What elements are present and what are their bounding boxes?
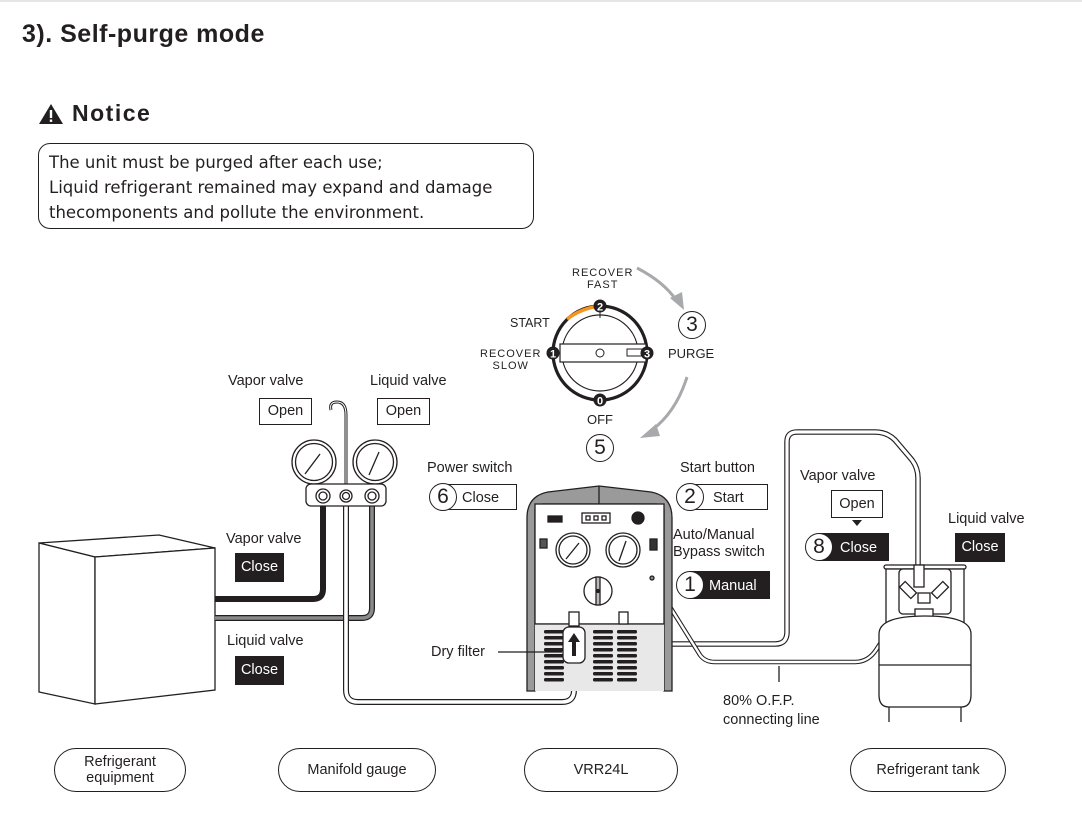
ofp-line-label: 80% O.F.P. connecting line bbox=[723, 692, 820, 730]
dry-filter-label: Dry filter bbox=[431, 644, 485, 660]
equipment-vapor-valve-state: Close bbox=[235, 553, 284, 582]
svg-text:2: 2 bbox=[597, 302, 603, 314]
equipment-liquid-valve-state: Close bbox=[235, 656, 284, 685]
tank-liquid-valve-label: Liquid valve bbox=[948, 511, 1025, 527]
label-start: START bbox=[510, 316, 550, 330]
notice-line: The unit must be purged after each use; bbox=[49, 153, 383, 172]
manifold-gauge bbox=[291, 400, 398, 507]
power-switch-step: 6 Close bbox=[429, 483, 517, 511]
bypass-label-line1: Auto/Manual bbox=[673, 527, 755, 543]
start-button-label: Start button bbox=[680, 460, 755, 476]
label-recover-fast-line1: RECOVER bbox=[572, 267, 634, 279]
svg-text:1: 1 bbox=[550, 349, 556, 361]
notice-line: Liquid refrigerant remained may expand a… bbox=[49, 178, 493, 197]
start-button-step: 2 Start bbox=[676, 483, 768, 511]
step-3-badge: 3 bbox=[678, 311, 706, 339]
step-8-badge: 8 bbox=[805, 533, 833, 561]
bypass-switch-step: 1 Manual bbox=[676, 571, 770, 599]
label-recover-fast-line2: FAST bbox=[586, 279, 619, 291]
tank-vapor-valve-label: Vapor valve bbox=[800, 468, 876, 484]
svg-text:3: 3 bbox=[644, 349, 650, 361]
top-divider bbox=[0, 0, 1082, 2]
ofp-line-label-2: connecting line bbox=[723, 712, 820, 728]
svg-text:0: 0 bbox=[597, 396, 603, 408]
refrigerant-tank bbox=[878, 564, 972, 722]
tank-vapor-valve-step: 8 Close bbox=[805, 533, 889, 561]
caption-equipment-line1: Refrigerant bbox=[84, 754, 156, 770]
manifold-liquid-valve-state: Open bbox=[377, 398, 430, 425]
vapor-hose bbox=[215, 505, 326, 602]
bypass-switch-state: Manual bbox=[690, 571, 770, 599]
notice-box: The unit must be purged after each use; … bbox=[38, 143, 534, 229]
manifold-liquid-valve-label: Liquid valve bbox=[370, 373, 447, 389]
power-switch-label: Power switch bbox=[427, 460, 513, 476]
dry-filter bbox=[562, 611, 629, 664]
notice-line: thecomponents and pollute the environmen… bbox=[49, 203, 425, 222]
notice-heading: Notice bbox=[38, 100, 151, 127]
tank-vapor-valve-prev-state: Open bbox=[831, 490, 883, 518]
bypass-switch-label: Auto/Manual Bypass switch bbox=[673, 527, 765, 561]
manifold-vapor-valve-state: Open bbox=[259, 398, 312, 425]
caption-equipment-line2: equipment bbox=[86, 770, 154, 786]
dial-pos-0: 0 bbox=[593, 393, 607, 408]
caption-refrigerant-tank: Refrigerant tank bbox=[850, 748, 1006, 792]
warning-triangle-icon bbox=[39, 103, 63, 124]
notice-title: Notice bbox=[72, 100, 152, 126]
equipment-vapor-valve-label: Vapor valve bbox=[226, 531, 302, 547]
refrigerant-equipment-box bbox=[38, 534, 216, 705]
caption-refrigerant-equipment: Refrigerant equipment bbox=[54, 748, 186, 792]
label-recover-slow: RECOVER SLOW bbox=[480, 348, 541, 372]
equipment-liquid-valve-label: Liquid valve bbox=[227, 633, 304, 649]
tank-liquid-valve-state: Close bbox=[955, 533, 1005, 562]
caption-manifold-gauge: Manifold gauge bbox=[278, 748, 436, 792]
label-recover-slow-line1: RECOVER bbox=[480, 348, 542, 360]
label-purge: PURGE bbox=[668, 346, 715, 361]
bypass-label-line2: Bypass switch bbox=[673, 544, 765, 560]
step-2-badge: 2 bbox=[676, 483, 704, 511]
dial-pos-1: 1 bbox=[546, 346, 560, 361]
dial-pos-3: 3 bbox=[640, 346, 654, 361]
dial-pos-2: 2 bbox=[593, 299, 607, 314]
step-6-badge: 6 bbox=[429, 483, 457, 511]
ofp-line-label-1: 80% O.F.P. bbox=[723, 693, 795, 709]
down-arrow-icon bbox=[852, 520, 862, 526]
mode-dial: 2 1 3 0 bbox=[546, 299, 654, 408]
label-off: OFF bbox=[587, 412, 613, 427]
manifold-vapor-valve-label: Vapor valve bbox=[228, 373, 304, 389]
label-recover-slow-line2: SLOW bbox=[492, 360, 529, 372]
label-recover-fast: RECOVER FAST bbox=[572, 267, 633, 291]
step-1-badge: 1 bbox=[676, 571, 704, 599]
page-title: 3). Self-purge mode bbox=[22, 20, 265, 48]
step-5-badge: 5 bbox=[586, 434, 614, 462]
unit-vent-grille bbox=[544, 630, 637, 682]
caption-vrr24l: VRR24L bbox=[524, 748, 678, 792]
rotation-arrows bbox=[636, 266, 689, 438]
